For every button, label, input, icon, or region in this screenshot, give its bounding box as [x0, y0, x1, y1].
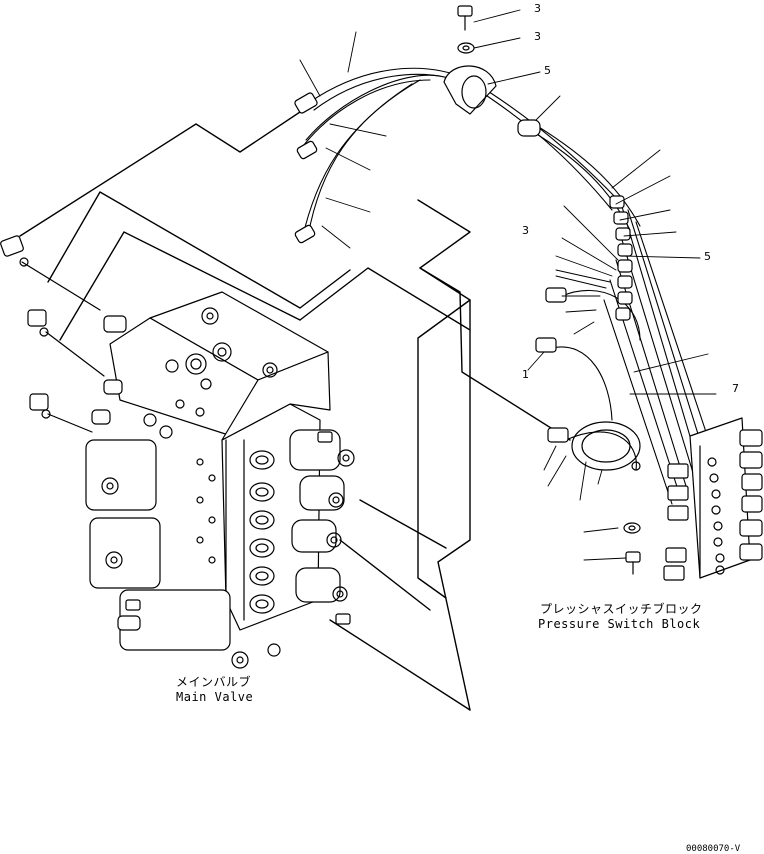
pressure-switch-block-label-en: Pressure Switch Block: [538, 617, 701, 631]
break-line-frame-left: [19, 111, 471, 341]
main-valve-label-jp: メインバルブ: [176, 675, 252, 689]
lower-clamp-assembly: [571, 421, 641, 575]
pressure-switches: [663, 429, 763, 581]
hose-bundle: [299, 67, 717, 505]
callout-hose: 7: [732, 382, 739, 395]
clamp-assembly: [443, 5, 541, 137]
callout-fitting-group: 3: [522, 224, 529, 237]
callout-clamp: 5: [544, 64, 551, 77]
callout-washer: 3: [534, 30, 541, 43]
drawing-code: 00080070-V: [686, 844, 741, 854]
main-valve-pilot-fittings: [91, 315, 141, 631]
callout-right-tee: 5: [704, 250, 711, 263]
callout-elbow: 1: [522, 368, 529, 381]
main-valve-label-en: Main Valve: [176, 690, 254, 704]
main-valve-ports: [101, 399, 281, 669]
main-valve-spool-caps: [249, 429, 355, 625]
elbow-fittings-left: [0, 235, 105, 433]
pressure-switch-block-label-jp: プレッシャスイッチブロック: [540, 602, 703, 616]
pressure-switch-block: [663, 417, 763, 581]
callout-bolt: 3: [534, 2, 541, 15]
break-line-frame-right: [329, 199, 571, 711]
hose-end-fittings: [294, 92, 633, 443]
main-valve-body: [85, 291, 355, 669]
callout-leaders: [299, 9, 717, 561]
